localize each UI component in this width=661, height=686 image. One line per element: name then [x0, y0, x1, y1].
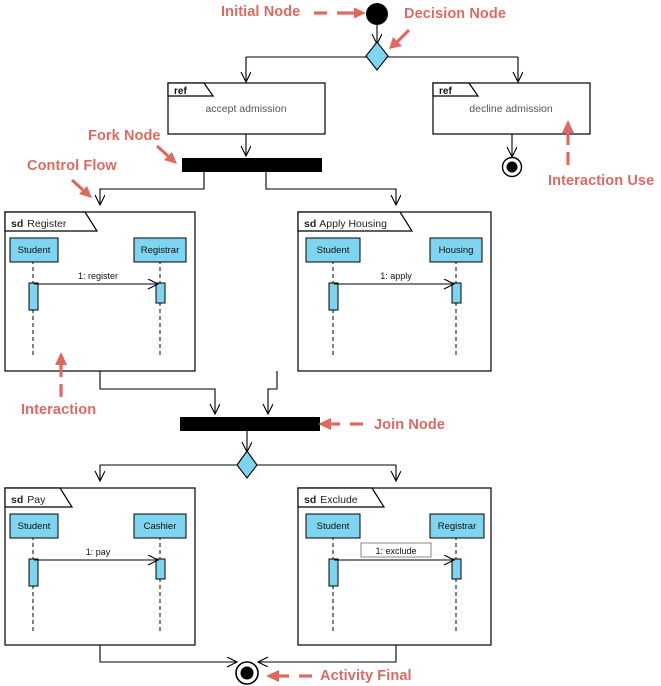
- ref-keyword-decline: ref: [439, 86, 452, 97]
- control-flow-fork-outputs: [100, 172, 396, 205]
- annotation-label-decision-node: Decision Node: [404, 6, 507, 22]
- annotation-label-fork-node: Fork Node: [88, 128, 161, 144]
- annotation-label-control-flow: Control Flow: [27, 158, 117, 174]
- message-label-apply-housing-0: 1: apply: [380, 271, 412, 281]
- annotation-leader-join-node: [318, 418, 363, 430]
- fork-node[interactable]: [182, 158, 322, 172]
- lifeline-label-pay-0: Student: [18, 521, 51, 532]
- lifeline-label-apply-housing-0: Student: [317, 245, 350, 256]
- interaction-frame-exclude[interactable]: sd Exclude Student Registrar 1: exclude: [297, 487, 492, 646]
- annotation-label-interaction-use: Interaction Use: [548, 173, 655, 189]
- annotation-label-activity-final: Activity Final: [320, 668, 412, 684]
- interaction-frame-register[interactable]: sd Register Student Registrar 1: register: [4, 211, 196, 372]
- decision-node-top[interactable]: [365, 41, 389, 71]
- interaction-use-accept-admission[interactable]: ref accept admission: [167, 82, 326, 135]
- lifeline-label-exclude-0: Student: [317, 521, 350, 532]
- initial-node[interactable]: [366, 3, 388, 25]
- annotation-label-initial-node: Initial Node: [221, 4, 301, 20]
- annotation-leader-decision-node: [389, 28, 411, 49]
- annotation-leader-initial-node: [314, 7, 366, 19]
- frame-keyword-apply-housing: sd: [304, 218, 316, 230]
- annotation-label-join-node: Join Node: [374, 417, 445, 433]
- interaction-use-name-decline: decline admission: [469, 103, 553, 115]
- control-flow-interactions-to-join: [99, 371, 278, 414]
- join-node[interactable]: [180, 417, 320, 431]
- frame-keyword-pay: sd: [11, 494, 23, 506]
- control-flow-to-activity-final: [99, 645, 397, 662]
- frame-keyword-register: sd: [11, 218, 23, 230]
- frame-title-exclude: sd Exclude: [304, 494, 358, 506]
- message-label-pay-0: 1: pay: [86, 547, 111, 557]
- message-label-exclude-0: 1: exclude: [375, 546, 416, 556]
- frame-keyword-exclude: sd: [304, 494, 316, 506]
- lifeline-label-register-1: Registrar: [141, 245, 180, 256]
- frame-name-exclude: Exclude: [320, 494, 358, 506]
- lifeline-label-apply-housing-1: Housing: [439, 245, 474, 256]
- annotation-leader-fork-node: [155, 144, 177, 164]
- interaction-frame-pay[interactable]: sd Pay Student Cashier 1: pay: [4, 487, 196, 646]
- ref-keyword-accept: ref: [174, 86, 187, 97]
- lifeline-label-pay-1: Cashier: [144, 521, 177, 532]
- frame-title-pay: sd Pay: [11, 494, 46, 506]
- annotation-leader-interaction-use: [562, 120, 574, 165]
- annotation-label-interaction: Interaction: [21, 402, 97, 418]
- activity-final-node-bottom[interactable]: [235, 661, 259, 685]
- frame-title-register: sd Register: [11, 218, 67, 230]
- interaction-use-name-accept: accept admission: [205, 103, 286, 115]
- message-label-register-0: 1: register: [78, 271, 118, 281]
- interaction-use-decline-admission[interactable]: ref decline admission: [432, 82, 591, 135]
- annotation-leader-control-flow: [70, 178, 92, 198]
- annotation-leader-interaction: [55, 352, 67, 397]
- frame-name-apply-housing: Apply Housing: [319, 218, 387, 230]
- lifeline-label-exclude-1: Registrar: [438, 521, 477, 532]
- activity-final-node-decline[interactable]: [501, 156, 523, 178]
- frame-name-register: Register: [27, 218, 67, 230]
- decision-node-bottom[interactable]: [236, 450, 258, 479]
- frame-name-pay: Pay: [27, 494, 46, 506]
- lifeline-label-register-0: Student: [18, 245, 51, 256]
- annotation-leader-activity-final: [266, 670, 312, 682]
